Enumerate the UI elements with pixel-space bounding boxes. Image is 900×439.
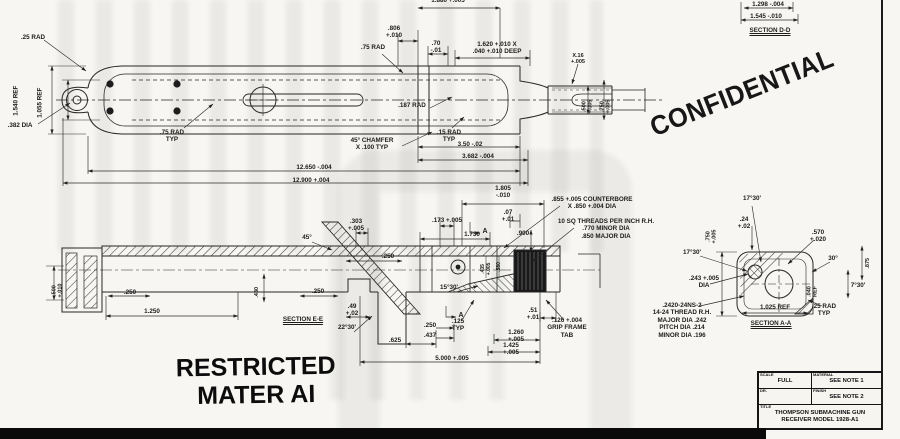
restricted-stamp: RESTRICTED MATER AI bbox=[175, 351, 337, 411]
dim-label: 1.025 REF bbox=[759, 304, 791, 311]
section-ee-label: SECTION E-E bbox=[282, 316, 324, 325]
title-block-title-cell: TITLE THOMPSON SUBMACHINE GUN RECEIVER M… bbox=[759, 404, 881, 428]
dim-label: 1.298 -.004 bbox=[752, 1, 784, 8]
drawing-title-line1: THOMPSON SUBMACHINE GUN bbox=[774, 409, 866, 416]
scan-edge-bar bbox=[0, 428, 766, 439]
dim-label: .806 +.010 bbox=[386, 25, 402, 40]
dim-label: 17°30' bbox=[682, 249, 702, 256]
restricted-stamp-line2: MATER AI bbox=[196, 379, 316, 410]
dim-label: .187 RAD bbox=[398, 102, 426, 109]
dim-label: .125 TYP bbox=[451, 318, 465, 333]
dim-label: 17°30' bbox=[742, 195, 762, 202]
dim-label: .900 bbox=[516, 230, 530, 237]
dim-label: 5.000 +.005 bbox=[435, 355, 469, 362]
dim-label: .250 bbox=[423, 322, 437, 329]
dim-label: .51 +.01 bbox=[526, 307, 540, 322]
dim-label: .25 RAD TYP bbox=[811, 303, 837, 318]
side-view-dimensions bbox=[46, 200, 575, 366]
finish-label: FINISH bbox=[813, 389, 827, 393]
drawing-title-line2: RECEIVER MODEL 1928-A1 bbox=[781, 417, 859, 423]
dim-label: .243 +.005 DIA bbox=[689, 275, 719, 290]
dim-label: 1.540 REF bbox=[12, 85, 20, 116]
dim-label: .382 DIA bbox=[7, 122, 33, 129]
dr-label: DR. bbox=[760, 389, 767, 393]
dim-label: 1.055 REF bbox=[36, 87, 44, 118]
dim-label: .173 +.005 bbox=[432, 217, 462, 224]
dim-label: 1.425 +.005 bbox=[503, 342, 519, 357]
title-block-material-cell: MATERIAL SEE NOTE 1 bbox=[812, 373, 881, 388]
dim-label: .49 +.02 bbox=[345, 303, 359, 318]
dim-label: .75 RAD TYP bbox=[159, 129, 185, 144]
restricted-stamp-line1: RESTRICTED bbox=[175, 351, 336, 383]
dim-label: 15°30' bbox=[439, 284, 459, 291]
section-aa-label: SECTION A-A bbox=[750, 320, 792, 329]
title-block-dr-cell: DR. bbox=[759, 389, 812, 404]
top-view-dimensions bbox=[37, 6, 612, 186]
section-aa-dimensions bbox=[699, 205, 864, 317]
dim-label: .500 +.010 bbox=[51, 283, 64, 298]
dim-label: 1.880 +.005 bbox=[431, 0, 465, 4]
top-view bbox=[56, 65, 664, 135]
dim-label: 1.805 -.010 bbox=[495, 185, 511, 200]
dim-label: .24 +.02 bbox=[737, 216, 751, 231]
view-arrow-a-label: A bbox=[458, 312, 464, 319]
dim-label: 30° bbox=[828, 255, 838, 262]
dim-label: 1.545 -.010 bbox=[750, 13, 782, 20]
dim-label: .437 bbox=[423, 332, 437, 339]
dim-label: 1.250 bbox=[144, 308, 160, 315]
view-arrow-a-label: A bbox=[482, 228, 488, 235]
dim-label: 45° CHAMFER X .100 TYP bbox=[350, 137, 394, 152]
dim-label: .500 +.005 bbox=[581, 99, 594, 114]
dim-label: 1.620 +.010 X .040 +.010 DEEP bbox=[472, 41, 522, 56]
dim-label: .750 +.005 bbox=[599, 99, 612, 114]
dim-label: .75 RAD bbox=[360, 44, 386, 51]
dim-label: 45° bbox=[302, 234, 312, 241]
dim-label: .580 bbox=[496, 262, 503, 272]
dim-label: 10 SQ THREADS PER INCH R.H. .770 MINOR D… bbox=[557, 218, 655, 240]
dim-label: .303 +.005 bbox=[348, 218, 364, 233]
title-label: TITLE bbox=[760, 404, 772, 409]
sheet-border-line bbox=[881, 0, 883, 428]
dim-label: .250 bbox=[381, 253, 395, 260]
dim-label: 22°30' bbox=[337, 324, 357, 331]
dim-label: .2420-24NS-2 14-24 THREAD R.H. MAJOR DIA… bbox=[652, 302, 712, 339]
dim-label: .040 REF bbox=[806, 285, 819, 297]
finish-value: SEE NOTE 2 bbox=[829, 393, 864, 400]
section-dd-label: SECTION D-D bbox=[749, 27, 791, 36]
dim-label: 3.50 -.02 bbox=[457, 141, 483, 148]
title-block-finish-cell: FINISH SEE NOTE 2 bbox=[812, 389, 881, 404]
title-block-scale-cell: SCALE FULL bbox=[759, 373, 812, 388]
material-label: MATERIAL bbox=[813, 373, 834, 377]
scale-label: SCALE bbox=[760, 373, 774, 377]
dim-label: 1.260 +.005 bbox=[508, 329, 524, 344]
dim-label: 3.682 -.004 bbox=[462, 153, 494, 160]
dim-label: 7°30' bbox=[850, 282, 866, 289]
material-value: SEE NOTE 1 bbox=[829, 377, 864, 384]
dim-label: .25 RAD bbox=[20, 34, 46, 41]
dim-label: .07 +.01 bbox=[501, 209, 515, 224]
dim-label: .250 bbox=[311, 288, 325, 295]
dim-label: .250 bbox=[123, 289, 137, 296]
dim-label: .435 +.005 bbox=[480, 262, 492, 276]
dim-label: .625 bbox=[388, 337, 402, 344]
scale-value: FULL bbox=[777, 377, 793, 384]
side-section-view bbox=[58, 221, 601, 345]
section-dd bbox=[740, 2, 799, 24]
dim-label: .875 bbox=[864, 257, 871, 269]
dim-label: .70 -.01 bbox=[430, 40, 442, 55]
title-block: SCALE FULL MATERIAL SEE NOTE 1 DR. FINIS… bbox=[757, 371, 883, 430]
dim-label: 12.650 -.004 bbox=[296, 164, 332, 171]
dim-label: 12.900 +.004 bbox=[292, 177, 330, 184]
dim-label: .430 bbox=[253, 286, 260, 298]
dim-label: X.16 +.005 bbox=[571, 53, 585, 66]
dim-label: .750 +.005 bbox=[705, 229, 718, 244]
dim-label: .570 +.020 bbox=[810, 229, 826, 244]
dim-label: .855 +.005 COUNTERBORE X .850 +.004 DIA bbox=[551, 196, 633, 211]
dim-label: 1.730 bbox=[464, 231, 480, 238]
dim-label: .15 RAD TYP bbox=[436, 129, 462, 144]
dim-label: .126 +.004 GRIP FRAME TAB bbox=[547, 317, 587, 339]
